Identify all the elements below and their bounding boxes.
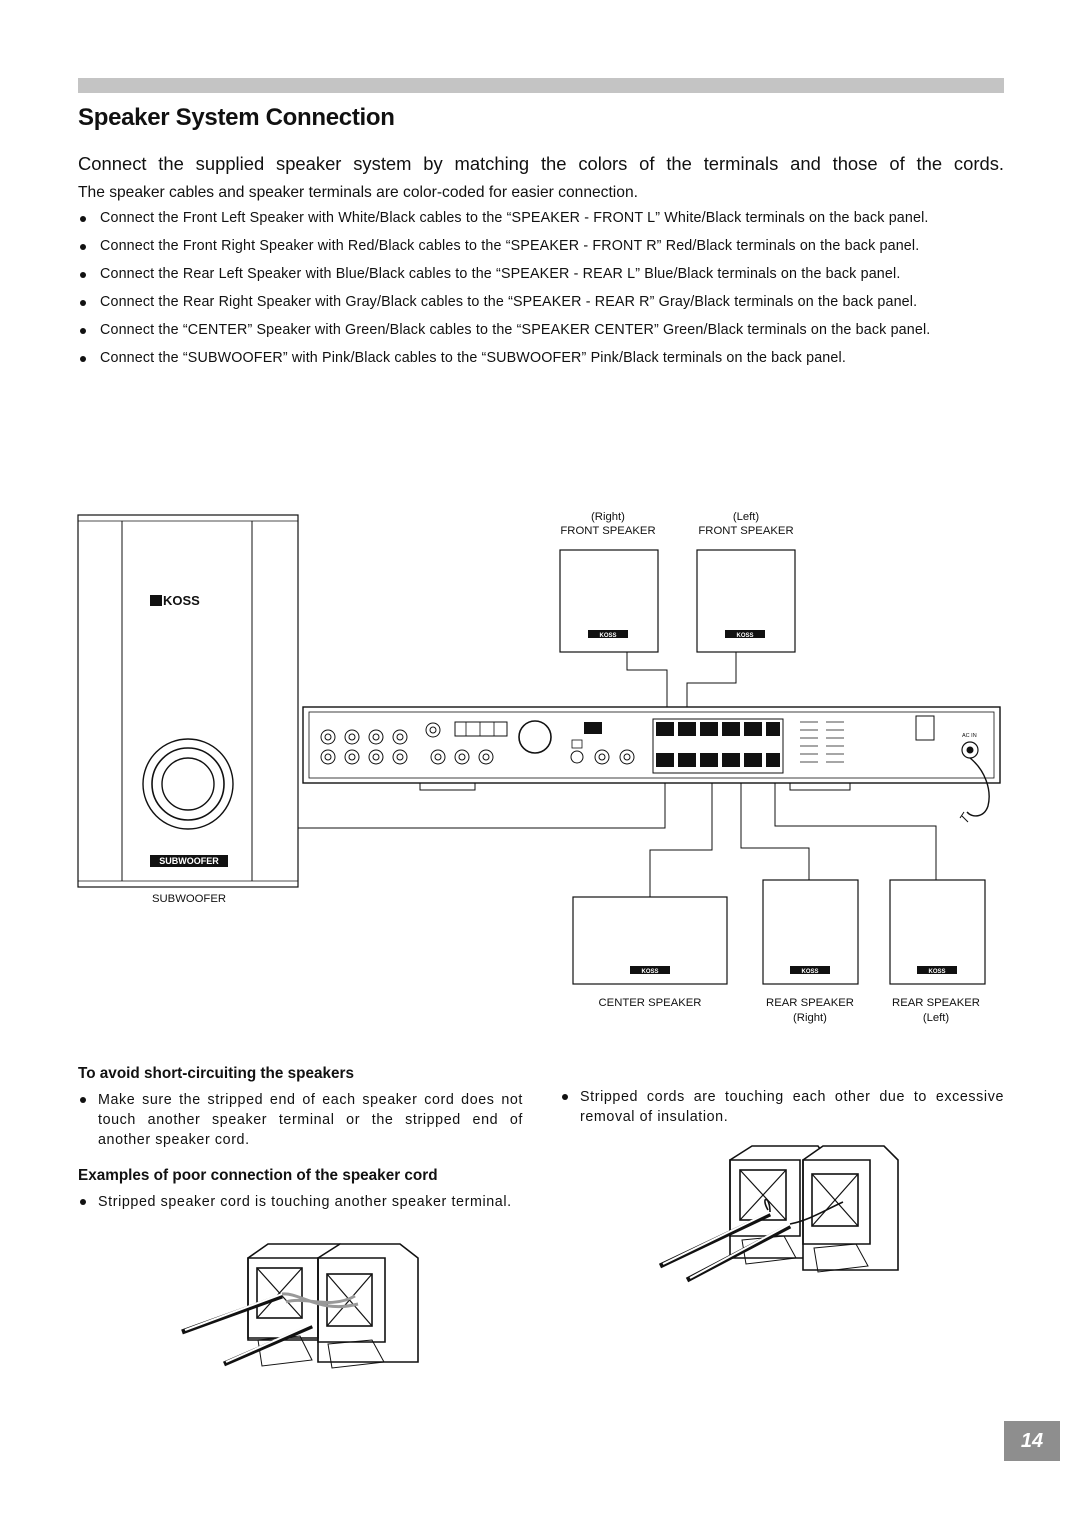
bullet-icon bbox=[80, 1199, 86, 1205]
ac-in-label: AC IN bbox=[962, 733, 977, 739]
receiver-back-panel: AC IN bbox=[302, 706, 1001, 791]
list-item: Connect the Front Right Speaker with Red… bbox=[78, 237, 1004, 256]
front-left-pos: (Left) bbox=[733, 511, 760, 523]
subwoofer-badge bbox=[150, 855, 228, 867]
list-item: Stripped cords are touching each other d… bbox=[560, 1087, 1004, 1127]
svg-text:KOSS: KOSS bbox=[736, 633, 753, 639]
list-item: Stripped speaker cord is touching anothe… bbox=[78, 1192, 523, 1212]
center-speaker-label: CENTER SPEAKER bbox=[599, 997, 702, 1009]
poor-connection-section: Examples of poor connection of the speak… bbox=[78, 1166, 523, 1212]
bullet-icon bbox=[80, 244, 86, 250]
poor-connection-heading: Examples of poor connection of the speak… bbox=[78, 1167, 438, 1184]
rear-left-label: REAR SPEAKER bbox=[892, 997, 980, 1009]
bullet-icon bbox=[80, 1097, 86, 1103]
bullet-icon bbox=[80, 356, 86, 362]
list-item: Connect the Front Left Speaker with Whit… bbox=[78, 209, 1004, 228]
bullet-icon bbox=[80, 216, 86, 222]
front-right-label: FRONT SPEAKER bbox=[560, 525, 655, 537]
list-item: Connect the Rear Left Speaker with Blue/… bbox=[78, 265, 1004, 284]
svg-text:KOSS: KOSS bbox=[163, 593, 200, 608]
bullet-icon bbox=[80, 328, 86, 334]
svg-text:KOSS: KOSS bbox=[928, 969, 945, 975]
list-item: Connect the “CENTER” Speaker with Green/… bbox=[78, 321, 1004, 340]
intro-text: Connect the supplied speaker system by m… bbox=[78, 153, 1004, 174]
short-circuit-section: To avoid short-circuiting the speakers M… bbox=[78, 1064, 523, 1150]
bullet-icon bbox=[562, 1094, 568, 1100]
insulation-note: Stripped cords are touching each other d… bbox=[560, 1087, 1004, 1127]
list-item: Connect the Rear Right Speaker with Gray… bbox=[78, 293, 1004, 312]
rear-left-pos: (Left) bbox=[923, 1012, 950, 1024]
koss-logo: KOSS bbox=[150, 593, 200, 608]
connection-steps: Connect the Front Left Speaker with Whit… bbox=[78, 209, 1004, 377]
header-rule bbox=[78, 78, 1004, 93]
rear-left-speaker: KOSS bbox=[889, 879, 986, 985]
poor-connection-illustration-2 bbox=[658, 1145, 899, 1283]
page-number: 14 bbox=[1004, 1421, 1060, 1461]
front-left-label: FRONT SPEAKER bbox=[698, 525, 793, 537]
page-title: Speaker System Connection bbox=[78, 104, 395, 131]
short-circuit-heading: To avoid short-circuiting the speakers bbox=[78, 1065, 354, 1082]
bullet-icon bbox=[80, 272, 86, 278]
svg-text:KOSS: KOSS bbox=[599, 633, 616, 639]
list-item: Make sure the stripped end of each speak… bbox=[78, 1090, 523, 1150]
subwoofer-label: SUBWOOFER bbox=[152, 893, 226, 905]
svg-text:SUBWOOFER: SUBWOOFER bbox=[159, 856, 219, 866]
front-right-speaker: KOSS bbox=[559, 549, 659, 653]
subwoofer: KOSS SUBWOOFER bbox=[77, 514, 299, 888]
list-item: Connect the “SUBWOOFER” with Pink/Black … bbox=[78, 349, 1004, 368]
rear-right-label: REAR SPEAKER bbox=[766, 997, 854, 1009]
poor-connection-illustration-1 bbox=[181, 1243, 419, 1369]
front-left-speaker: KOSS bbox=[696, 549, 796, 653]
front-right-pos: (Right) bbox=[591, 511, 625, 523]
svg-text:KOSS: KOSS bbox=[641, 969, 658, 975]
rear-right-pos: (Right) bbox=[793, 1012, 827, 1024]
svg-text:KOSS: KOSS bbox=[801, 969, 818, 975]
center-speaker: KOSS bbox=[572, 896, 728, 985]
subintro-text: The speaker cables and speaker terminals… bbox=[78, 184, 638, 201]
rear-right-speaker: KOSS bbox=[762, 879, 859, 985]
bullet-icon bbox=[80, 300, 86, 306]
